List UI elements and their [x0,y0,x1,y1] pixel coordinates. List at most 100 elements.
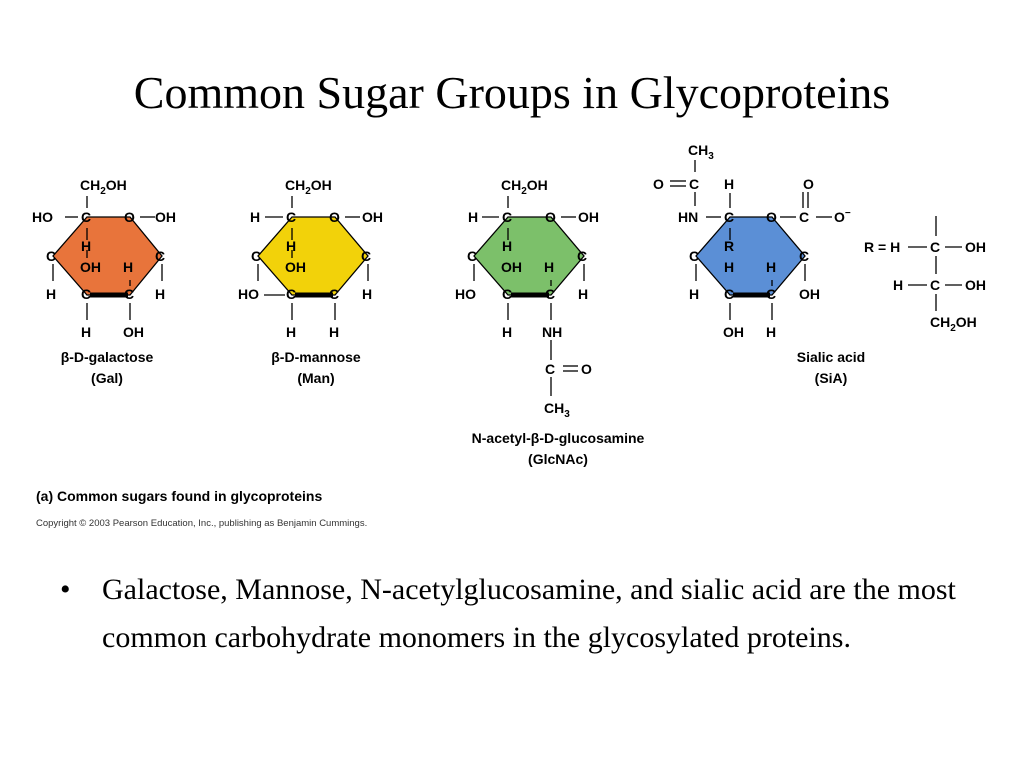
svg-text:R: R [724,238,734,254]
svg-text:C: C [545,286,555,302]
svg-text:OH: OH [965,277,986,293]
sialic-r-group: R = H C OH H C OH CH2OH [864,216,986,334]
sialic-acid-structure: CH3 O C H O HN C O C O− R C C H H H C C … [653,142,986,386]
svg-text:OH: OH [965,239,986,255]
bullet-text: Galactose, Mannose, N-acetylglucosamine,… [102,573,956,654]
svg-text:CH2OH: CH2OH [80,177,127,197]
svg-text:HO: HO [455,286,476,302]
svg-text:C: C [689,248,699,264]
svg-text:O: O [329,209,340,225]
mannose-structure: CH2OH H C O OH H C C OH HO C C H H H β-D… [238,177,383,386]
svg-text:H: H [81,324,91,340]
svg-text:NH: NH [542,324,562,340]
svg-text:H: H [81,238,91,254]
svg-text:H: H [286,238,296,254]
svg-text:C: C [81,209,91,225]
svg-text:C: C [930,239,940,255]
sialic-acid-abbrev: (SiA) [815,370,848,386]
svg-text:O−: O− [834,208,851,225]
svg-text:O: O [124,209,135,225]
svg-text:C: C [689,176,699,192]
sialic-acid-caption: Sialic acid [797,349,865,365]
mannose-caption: β-D-mannose [271,349,361,365]
galactose-structure: CH2OH HO C O OH H C C OH H H C C H H OH … [32,177,176,386]
svg-text:C: C [724,286,734,302]
svg-text:O: O [803,176,814,192]
galactose-abbrev: (Gal) [91,370,123,386]
glcnac-abbrev: (GlcNAc) [528,451,588,467]
svg-text:C: C [81,286,91,302]
galactose-ring [52,216,163,296]
svg-text:H: H [468,209,478,225]
svg-text:O: O [766,209,777,225]
svg-text:C: C [251,248,261,264]
svg-text:H: H [502,238,512,254]
svg-text:OH: OH [362,209,383,225]
svg-text:R = H: R = H [864,239,900,255]
svg-text:H: H [766,324,776,340]
svg-text:O: O [545,209,556,225]
svg-text:C: C [577,248,587,264]
panel-caption: (a) Common sugars found in glycoproteins [36,488,322,504]
bullet-marker: • [60,573,71,606]
svg-text:C: C [502,209,512,225]
svg-text:OH: OH [123,324,144,340]
galactose-caption: β-D-galactose [61,349,154,365]
svg-text:H: H [724,259,734,275]
svg-text:C: C [286,209,296,225]
svg-text:OH: OH [578,209,599,225]
svg-text:C: C [545,361,555,377]
glcnac-caption: N-acetyl-β-D-glucosamine [472,430,645,446]
svg-text:HO: HO [238,286,259,302]
svg-text:C: C [766,286,776,302]
svg-text:C: C [361,248,371,264]
slide-title: Common Sugar Groups in Glycoproteins [133,67,891,118]
svg-text:CH2OH: CH2OH [501,177,548,197]
svg-text:OH: OH [723,324,744,340]
copyright-text: Copyright © 2003 Pearson Education, Inc.… [36,518,367,529]
svg-text:H: H [362,286,372,302]
svg-text:H: H [689,286,699,302]
svg-text:HO: HO [32,209,53,225]
svg-text:H: H [250,209,260,225]
svg-text:O: O [581,361,592,377]
svg-text:H: H [329,324,339,340]
svg-text:H: H [544,259,554,275]
mannose-ring [257,216,369,296]
svg-text:C: C [930,277,940,293]
svg-text:HN: HN [678,209,698,225]
svg-text:OH: OH [501,259,522,275]
svg-text:CH3: CH3 [688,142,714,162]
svg-text:OH: OH [799,286,820,302]
svg-text:H: H [155,286,165,302]
sialic-acid-ring [695,216,806,296]
svg-text:OH: OH [80,259,101,275]
svg-text:C: C [329,286,339,302]
bullet-item: • Galactose, Mannose, N-acetylglucosamin… [60,566,980,662]
mannose-abbrev: (Man) [297,370,334,386]
glcnac-ring [473,216,585,296]
svg-text:H: H [724,176,734,192]
svg-text:CH3: CH3 [544,400,570,420]
svg-text:H: H [46,286,56,302]
svg-text:C: C [155,248,165,264]
svg-text:OH: OH [155,209,176,225]
svg-text:OH: OH [285,259,306,275]
svg-text:C: C [124,286,134,302]
svg-text:O: O [653,176,664,192]
svg-text:C: C [46,248,56,264]
svg-text:H: H [502,324,512,340]
svg-text:C: C [724,209,734,225]
svg-text:C: C [502,286,512,302]
glcnac-structure: CH2OH H C O OH H C C OH H HO C C H H NH … [455,177,645,467]
svg-text:H: H [286,324,296,340]
svg-text:H: H [578,286,588,302]
svg-text:CH2OH: CH2OH [285,177,332,197]
svg-text:C: C [799,248,809,264]
svg-text:C: C [286,286,296,302]
svg-text:H: H [893,277,903,293]
svg-text:H: H [123,259,133,275]
svg-text:C: C [467,248,477,264]
